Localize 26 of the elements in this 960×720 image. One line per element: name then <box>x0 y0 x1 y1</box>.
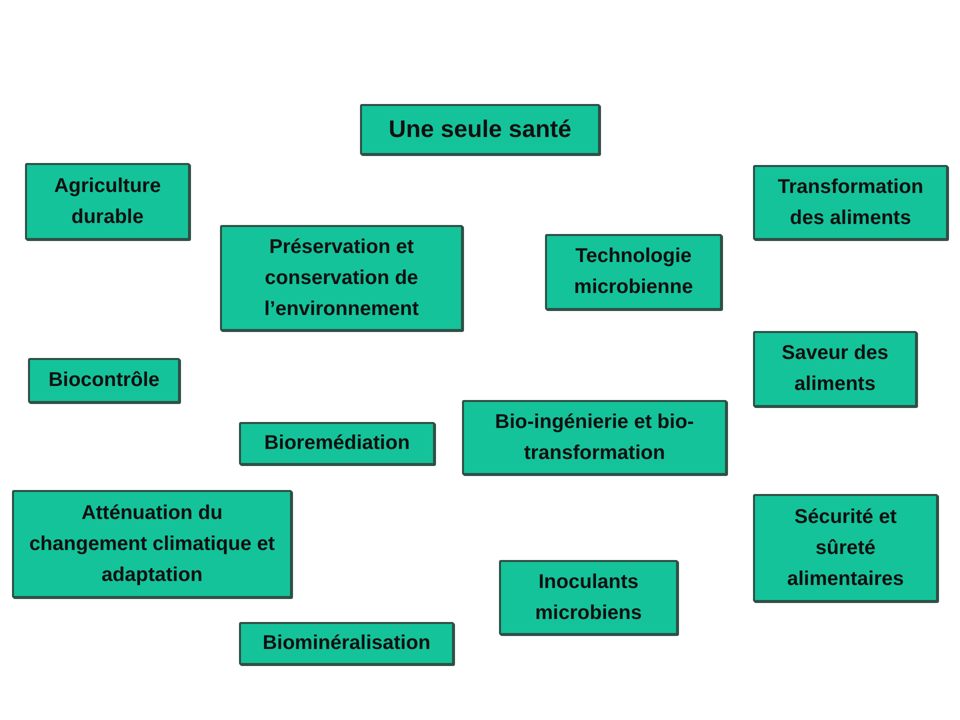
topic-label: Préservation et conservation de l’environnement <box>263 234 420 322</box>
topic-box <box>360 104 600 155</box>
topic-label: Agriculture durable <box>53 174 162 230</box>
topic-box <box>12 490 292 598</box>
topic-label: Technologie microbienne <box>573 244 694 300</box>
topic-box <box>499 560 678 635</box>
topic-label: Bioremédiation <box>264 431 410 456</box>
topic-label: Bio-ingénierie et bio-transformation <box>494 410 695 466</box>
topic-label: Biocontrôle <box>48 368 160 393</box>
topic-label: Une seule santé <box>388 115 572 145</box>
topic-box <box>239 422 435 465</box>
topic-box <box>753 494 938 602</box>
topic-label: Sécurité et sûreté alimentaires <box>786 504 905 592</box>
topic-box <box>28 358 180 403</box>
topic-box <box>239 622 454 665</box>
topic-box <box>753 165 948 240</box>
topic-box <box>462 400 727 475</box>
topic-label: Saveur des aliments <box>780 341 890 397</box>
topic-label: Biominéralisation <box>262 631 430 656</box>
topic-box <box>753 331 917 407</box>
topic-box <box>220 225 463 331</box>
topic-label: Transformation des aliments <box>776 174 924 230</box>
topic-box <box>545 234 722 310</box>
topic-label: Atténuation du changement climatique et adaptation <box>28 500 276 588</box>
topic-box <box>25 163 190 240</box>
topic-label: Inoculants microbiens <box>534 570 643 626</box>
